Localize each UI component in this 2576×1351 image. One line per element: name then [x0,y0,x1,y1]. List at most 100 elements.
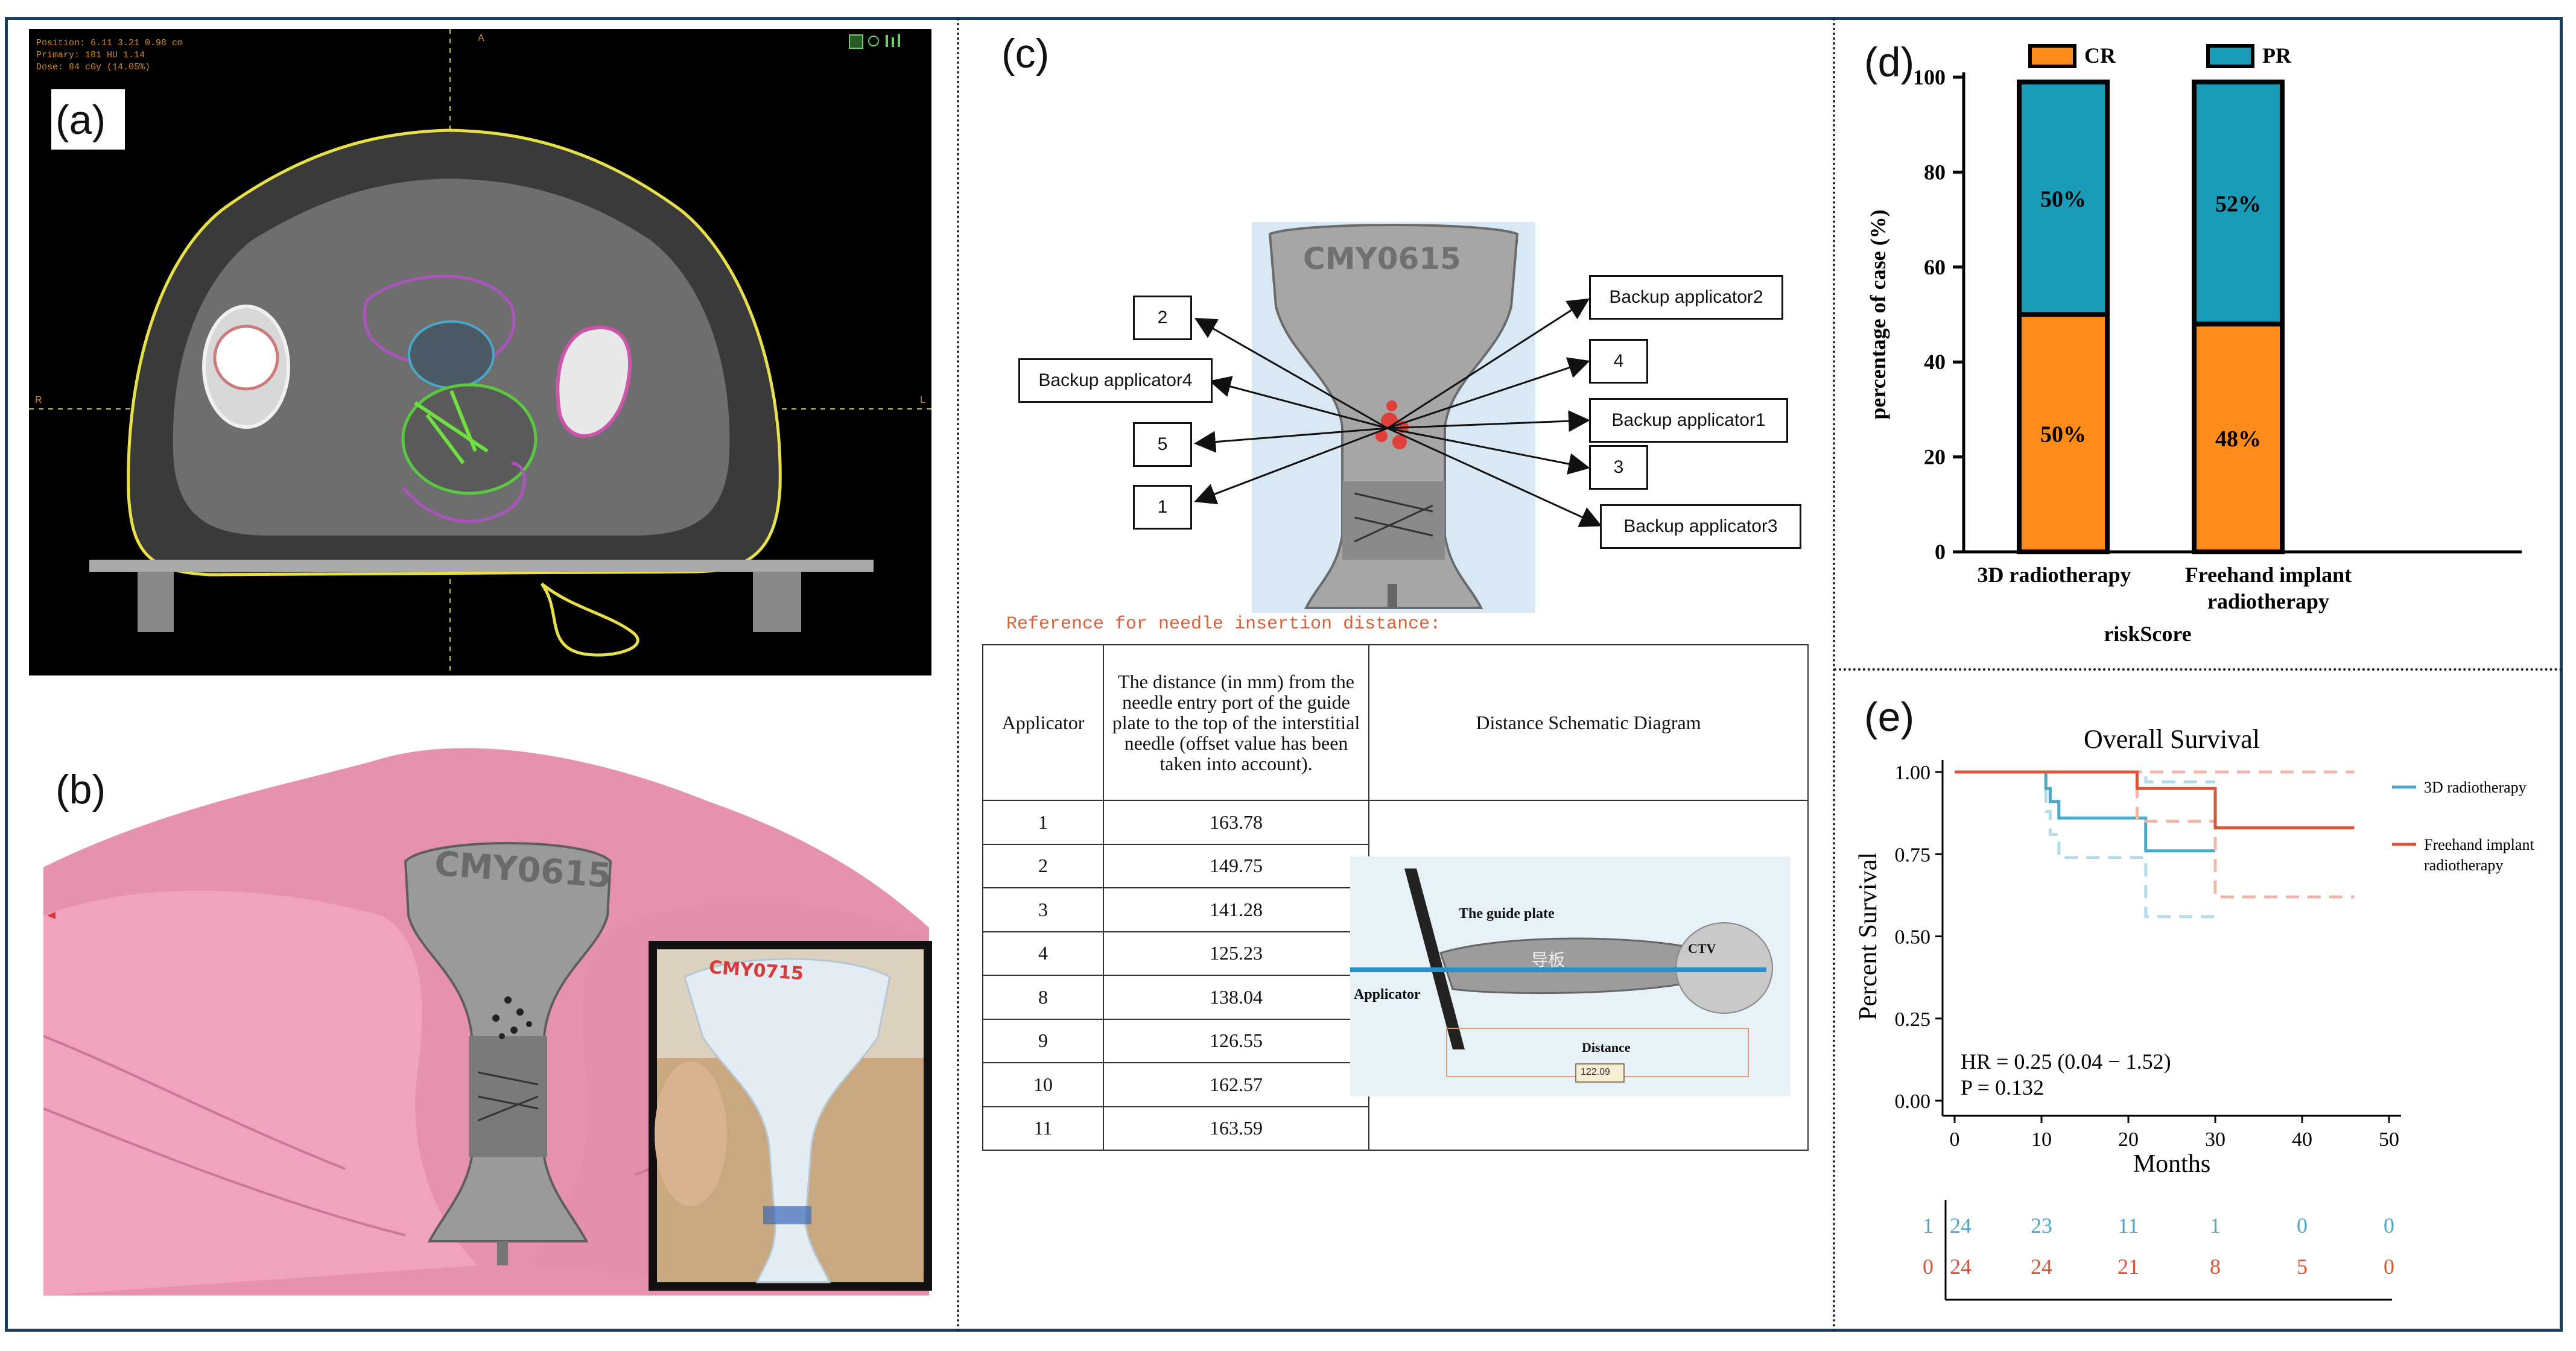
survival-line-0 [1955,770,2215,853]
panel-e-label: (e) [1864,694,1915,740]
callout-5: 5 [1133,422,1192,467]
x-category-line: Freehand implant [2185,563,2352,587]
callout-3: 3 [1589,445,1648,490]
col-header-distance: The distance (in mm) from the needle ent… [1103,644,1369,801]
x-tick-label: 40 [2292,1128,2312,1151]
panel-a-label-box [51,89,125,150]
callout-backup-applicator3: Backup applicator3 [1600,504,1801,549]
y-axis-title: percentage of case (%) [1866,209,1890,419]
ct-info-dose: Dose: 84 cGy (14.05%) [36,62,151,72]
cell-distance: 163.78 [1103,800,1369,845]
x-category-label: 3D radiotherapy [1978,563,2131,587]
cell-distance: 163.59 [1103,1106,1369,1151]
callout-backup-applicator4: Backup applicator4 [1018,358,1213,403]
cell-distance: 162.57 [1103,1062,1369,1107]
risk-count: 21 [2118,1254,2139,1279]
cell-distance: 126.55 [1103,1018,1369,1063]
schematic-label-distance: Distance [1582,1040,1631,1055]
legend-label-line: Freehand implant [2424,836,2534,853]
panel-c-label: (c) [1001,31,1050,77]
x-tick-label: 30 [2205,1128,2225,1151]
panel-d-label: (d) [1864,39,1915,85]
y-tick-label: 20 [1924,445,1946,469]
callout-arrows [1194,298,1602,527]
x-tick-label: 50 [2379,1128,2399,1151]
ct-orientation-top: A [478,33,484,43]
p-value-annotation: P = 0.132 [1961,1075,2044,1099]
risk-count: 11 [2118,1213,2139,1238]
cell-applicator: 3 [982,887,1104,932]
ct-scan-image [29,29,931,676]
x-tick-label: 0 [1950,1128,1960,1151]
ct-info-position: Position: 6.11 3.21 0.98 cm [36,38,183,48]
legend-label-cr: CR [2084,43,2116,68]
cell-applicator: 11 [982,1106,1104,1151]
cell-distance: 138.04 [1103,975,1369,1020]
reference-title: Reference for needle insertion distance: [1006,614,1441,634]
y-tick-label: 0.25 [1895,1008,1931,1031]
perineum-model-drawing [43,748,930,1296]
cell-distance: 125.23 [1103,931,1369,976]
y-tick-label: 40 [1924,350,1946,374]
col-header-applicator: Applicator [982,644,1104,801]
template-photo-drawing [655,949,924,1283]
schematic-label-guide-plate: The guide plate [1459,906,1555,922]
schematic-label-ctv: CTV [1688,941,1716,956]
callout-2: 2 [1133,296,1192,340]
divider-c-de [1833,18,1835,1333]
legend-label-0: 3D radiotherapy [2424,779,2527,796]
distance-schematic: The guide plate 导板 CTV Applicator Distan… [1350,856,1791,1096]
risk-count: 1 [2210,1213,2221,1238]
perineum-model-render [43,735,930,1296]
x-tick-label: 10 [2031,1128,2052,1151]
risk-count: 0 [2384,1254,2394,1279]
legend-label-line: radiotherapy [2424,856,2503,874]
cell-applicator: 1 [982,800,1104,845]
callout-4: 4 [1589,339,1648,384]
survival-line-1 [1955,770,2355,830]
bar-value-label: 50% [2040,187,2086,212]
schematic-chinese-mark: 导板 [1531,950,1566,970]
risk-count: 24 [1950,1213,1972,1238]
template-render-background [1252,222,1535,613]
risk-count: 23 [2031,1213,2052,1238]
risk-count: 24 [2031,1254,2052,1279]
ct-info-primary: Primary: 181 HU 1.14 [36,50,145,60]
figure-frame [5,17,2563,1332]
bar-pr-0 [2017,79,2110,317]
x-axis-title: Months [2133,1150,2210,1178]
cell-distance: 141.28 [1103,887,1369,932]
y-tick-label: 60 [1924,255,1946,279]
cell-applicator: 10 [982,1062,1104,1107]
x-axis-title: riskScore [2104,622,2191,646]
callout-1: 1 [1133,485,1192,530]
cell-distance: 149.75 [1103,843,1369,888]
bar-value-label: 48% [2215,426,2261,452]
hr-annotation: HR = 0.25 (0.04 − 1.52) [1961,1049,2171,1074]
risk-group-label: 1 [1923,1213,1934,1238]
y-tick-label: 0.50 [1895,926,1931,949]
ct-scan-drawing [29,29,931,676]
cell-applicator: 2 [982,843,1104,888]
bar-cr-1 [2192,321,2285,554]
template-photo-inset [649,941,932,1291]
bar-cr-0 [2017,312,2110,554]
chart-title: Overall Survival [2084,724,2260,754]
callout-backup-applicator2: Backup applicator2 [1589,275,1783,320]
legend-label-1: Freehand implant radiotherapy [2424,836,2534,874]
divider-ab-c [957,18,959,1333]
y-tick-label: 0 [1935,540,1946,564]
cell-applicator: 9 [982,1018,1104,1063]
risk-count: 5 [2297,1254,2308,1279]
distance-schematic-drawing [1350,868,1773,1083]
y-axis-title: Percent Survival [1854,852,1882,1020]
legend-swatch-pr [2206,44,2254,68]
